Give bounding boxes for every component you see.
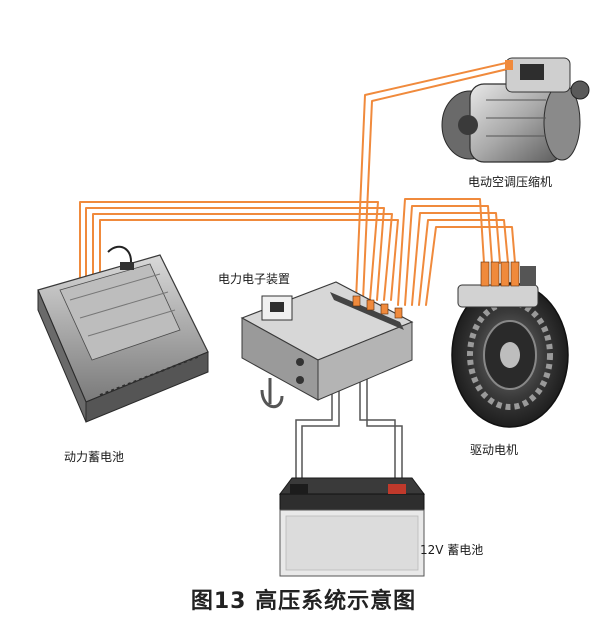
battery-12v-illustration xyxy=(279,477,425,577)
cable-to-compressor xyxy=(355,61,513,301)
drive-motor-illustration xyxy=(451,261,569,428)
ac-compressor-illustration xyxy=(441,57,590,163)
battery-12v-label: 12V 蓄电池 xyxy=(420,543,484,557)
ac-compressor-label: 电动空调压缩机 xyxy=(468,175,553,189)
hv-battery-illustration xyxy=(37,245,209,423)
figure-caption: 图13 高压系统示意图 xyxy=(190,589,417,614)
hv-battery-label: 动力蓄电池 xyxy=(64,450,125,464)
cable-to-motor xyxy=(397,198,516,306)
power-electronics-illustration xyxy=(240,281,414,408)
drive-motor-label: 驱动电机 xyxy=(470,443,519,457)
power-electronics-label: 电力电子装置 xyxy=(218,272,291,286)
